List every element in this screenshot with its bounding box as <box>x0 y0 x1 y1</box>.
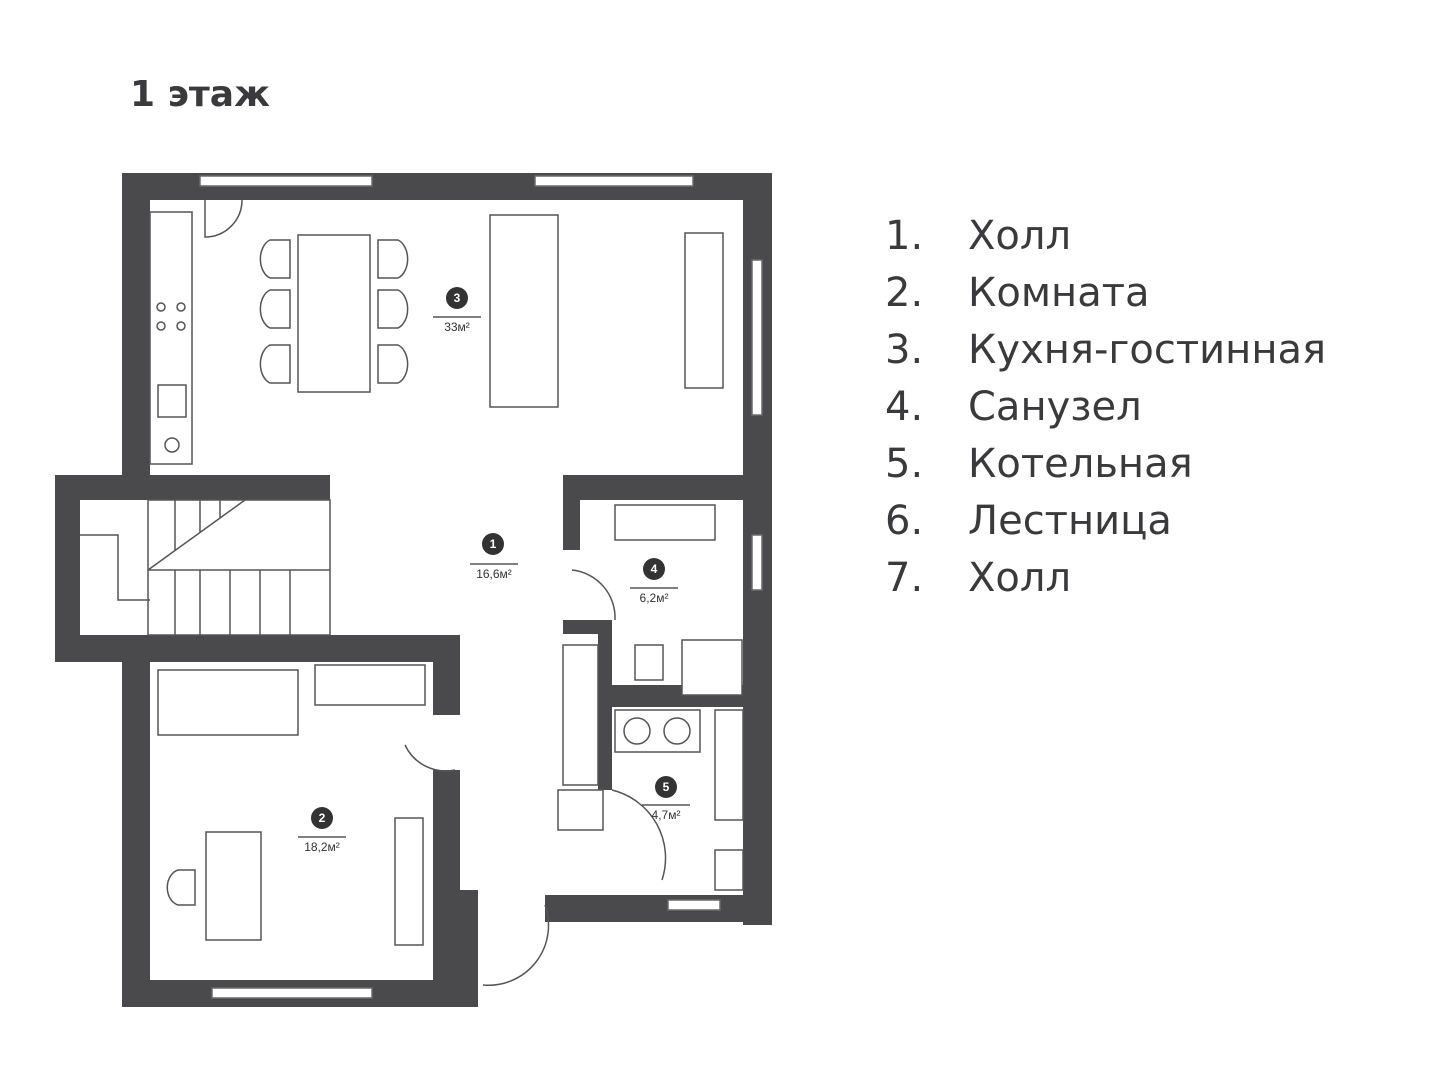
room-legend: 1.Холл 2.Комната 3.Кухня-гостинная 4.Сан… <box>885 208 1326 607</box>
legend-item: 1.Холл <box>885 213 1072 259</box>
legend-item: 2.Комната <box>885 270 1150 316</box>
legend-item: 3.Кухня-гостинная <box>885 327 1327 373</box>
room-5-label: 5 4,7м² <box>642 776 690 822</box>
svg-text:18,2м²: 18,2м² <box>304 840 340 854</box>
floor-title: 1 этаж <box>130 74 270 115</box>
windows <box>199 175 763 999</box>
svg-text:16,6м²: 16,6м² <box>476 567 512 581</box>
doors <box>204 199 667 986</box>
svg-text:3: 3 <box>454 291 461 305</box>
room-3-label: 3 33м² <box>433 287 481 334</box>
svg-text:6,2м²: 6,2м² <box>640 591 669 605</box>
legend-item: 7.Холл <box>885 555 1072 601</box>
svg-text:1: 1 <box>490 537 497 551</box>
svg-text:33м²: 33м² <box>444 320 470 334</box>
svg-text:2: 2 <box>319 811 326 825</box>
room-labels: 1 16,6м² 2 18,2м² 3 33м² 4 6,2м² 5 4,7м² <box>298 287 690 854</box>
svg-text:5: 5 <box>663 780 670 794</box>
legend-item: 4.Санузел <box>885 384 1142 430</box>
legend-item: 5.Котельная <box>885 441 1193 487</box>
room-2-label: 2 18,2м² <box>298 807 346 854</box>
staircase <box>80 499 331 636</box>
room-1-label: 1 16,6м² <box>470 533 518 581</box>
svg-text:4,7м²: 4,7м² <box>652 808 681 822</box>
room-4-label: 4 6,2м² <box>630 558 678 605</box>
furniture <box>149 211 744 946</box>
legend-item: 6.Лестница <box>885 498 1172 544</box>
svg-text:4: 4 <box>651 562 658 576</box>
